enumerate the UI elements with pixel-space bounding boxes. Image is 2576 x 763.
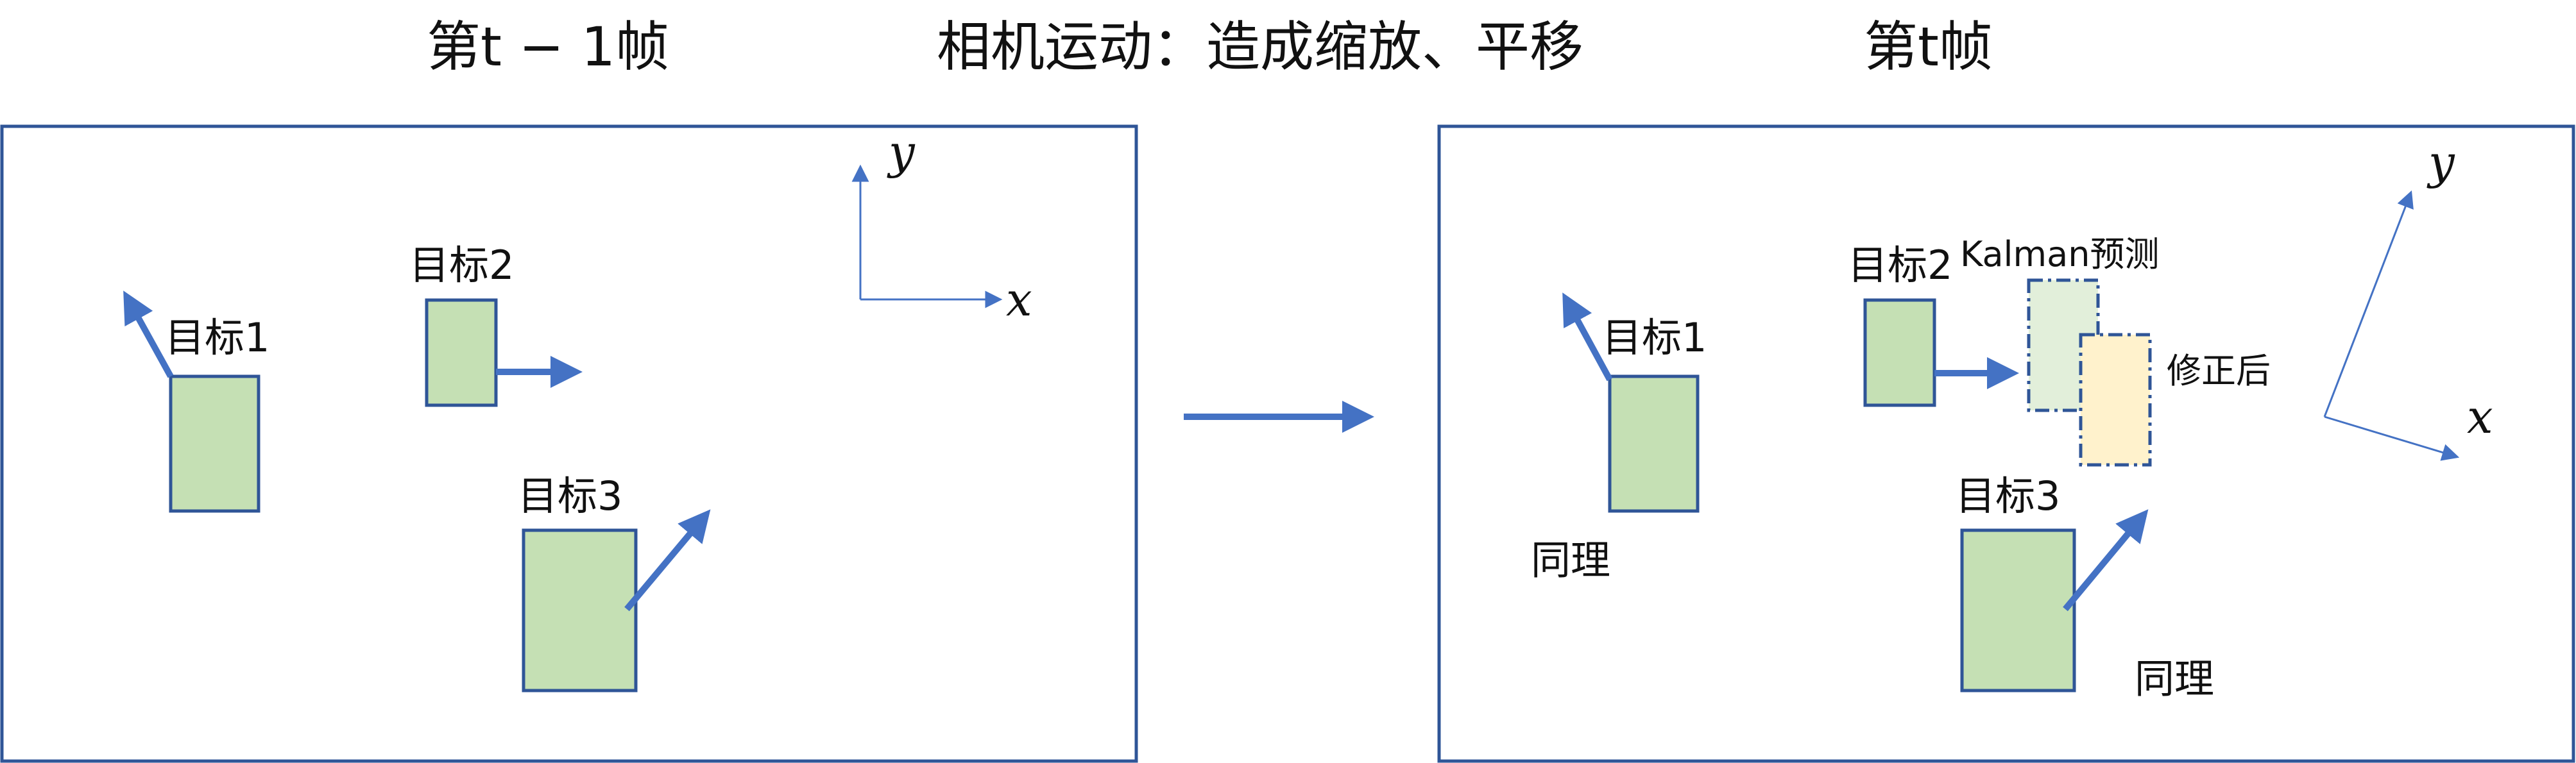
right-target1-arrow [1562,292,1613,382]
left-panel: y x 目标1 目标2 目标3 [0,124,1138,763]
right-target3-arrow [2063,509,2149,612]
right-target2-box [1863,298,1936,407]
right-y-axis-label: y [2427,135,2455,189]
left-y-axis-label: y [887,125,916,179]
left-target1-box [169,374,260,513]
right-target2-label: 目标2 [1848,242,1952,289]
right-target3-box [1960,528,2076,692]
right-x-axis [2324,415,2460,461]
right-target3-label: 目标3 [1956,473,2060,519]
left-target1-label: 目标1 [165,314,269,361]
left-x-axis-label: x [1006,272,1032,326]
kalman-predicted-label: Kalman预测 [1960,234,2159,274]
left-target3-label: 目标3 [518,473,622,519]
corrected-label: 修正后 [2167,351,2271,391]
left-target1-arrow [123,290,174,378]
camera-motion-title: 相机运动：造成缩放、平移 [937,15,1583,78]
left-target2-label: 目标2 [409,242,514,289]
left-target3-box [522,528,638,692]
right-target1-same-note: 同理 [1531,537,1610,583]
corrected-box [2079,333,2152,467]
left-target2-box [425,298,498,407]
right-y-axis [2323,190,2414,417]
right-target1-label: 目标1 [1602,314,1707,361]
prev-frame-title: 第t − 1帧 [427,15,669,78]
right-panel: y x 目标1 同理 目标2 Kalman预测 修正后 目标3 同理 [1437,124,2575,763]
right-target1-box [1608,374,1700,513]
right-target3-same-note: 同理 [2135,655,2214,702]
right-x-axis-label: x [2467,390,2493,444]
left-target3-arrow [624,509,711,612]
current-frame-title: 第t帧 [1864,15,1993,78]
